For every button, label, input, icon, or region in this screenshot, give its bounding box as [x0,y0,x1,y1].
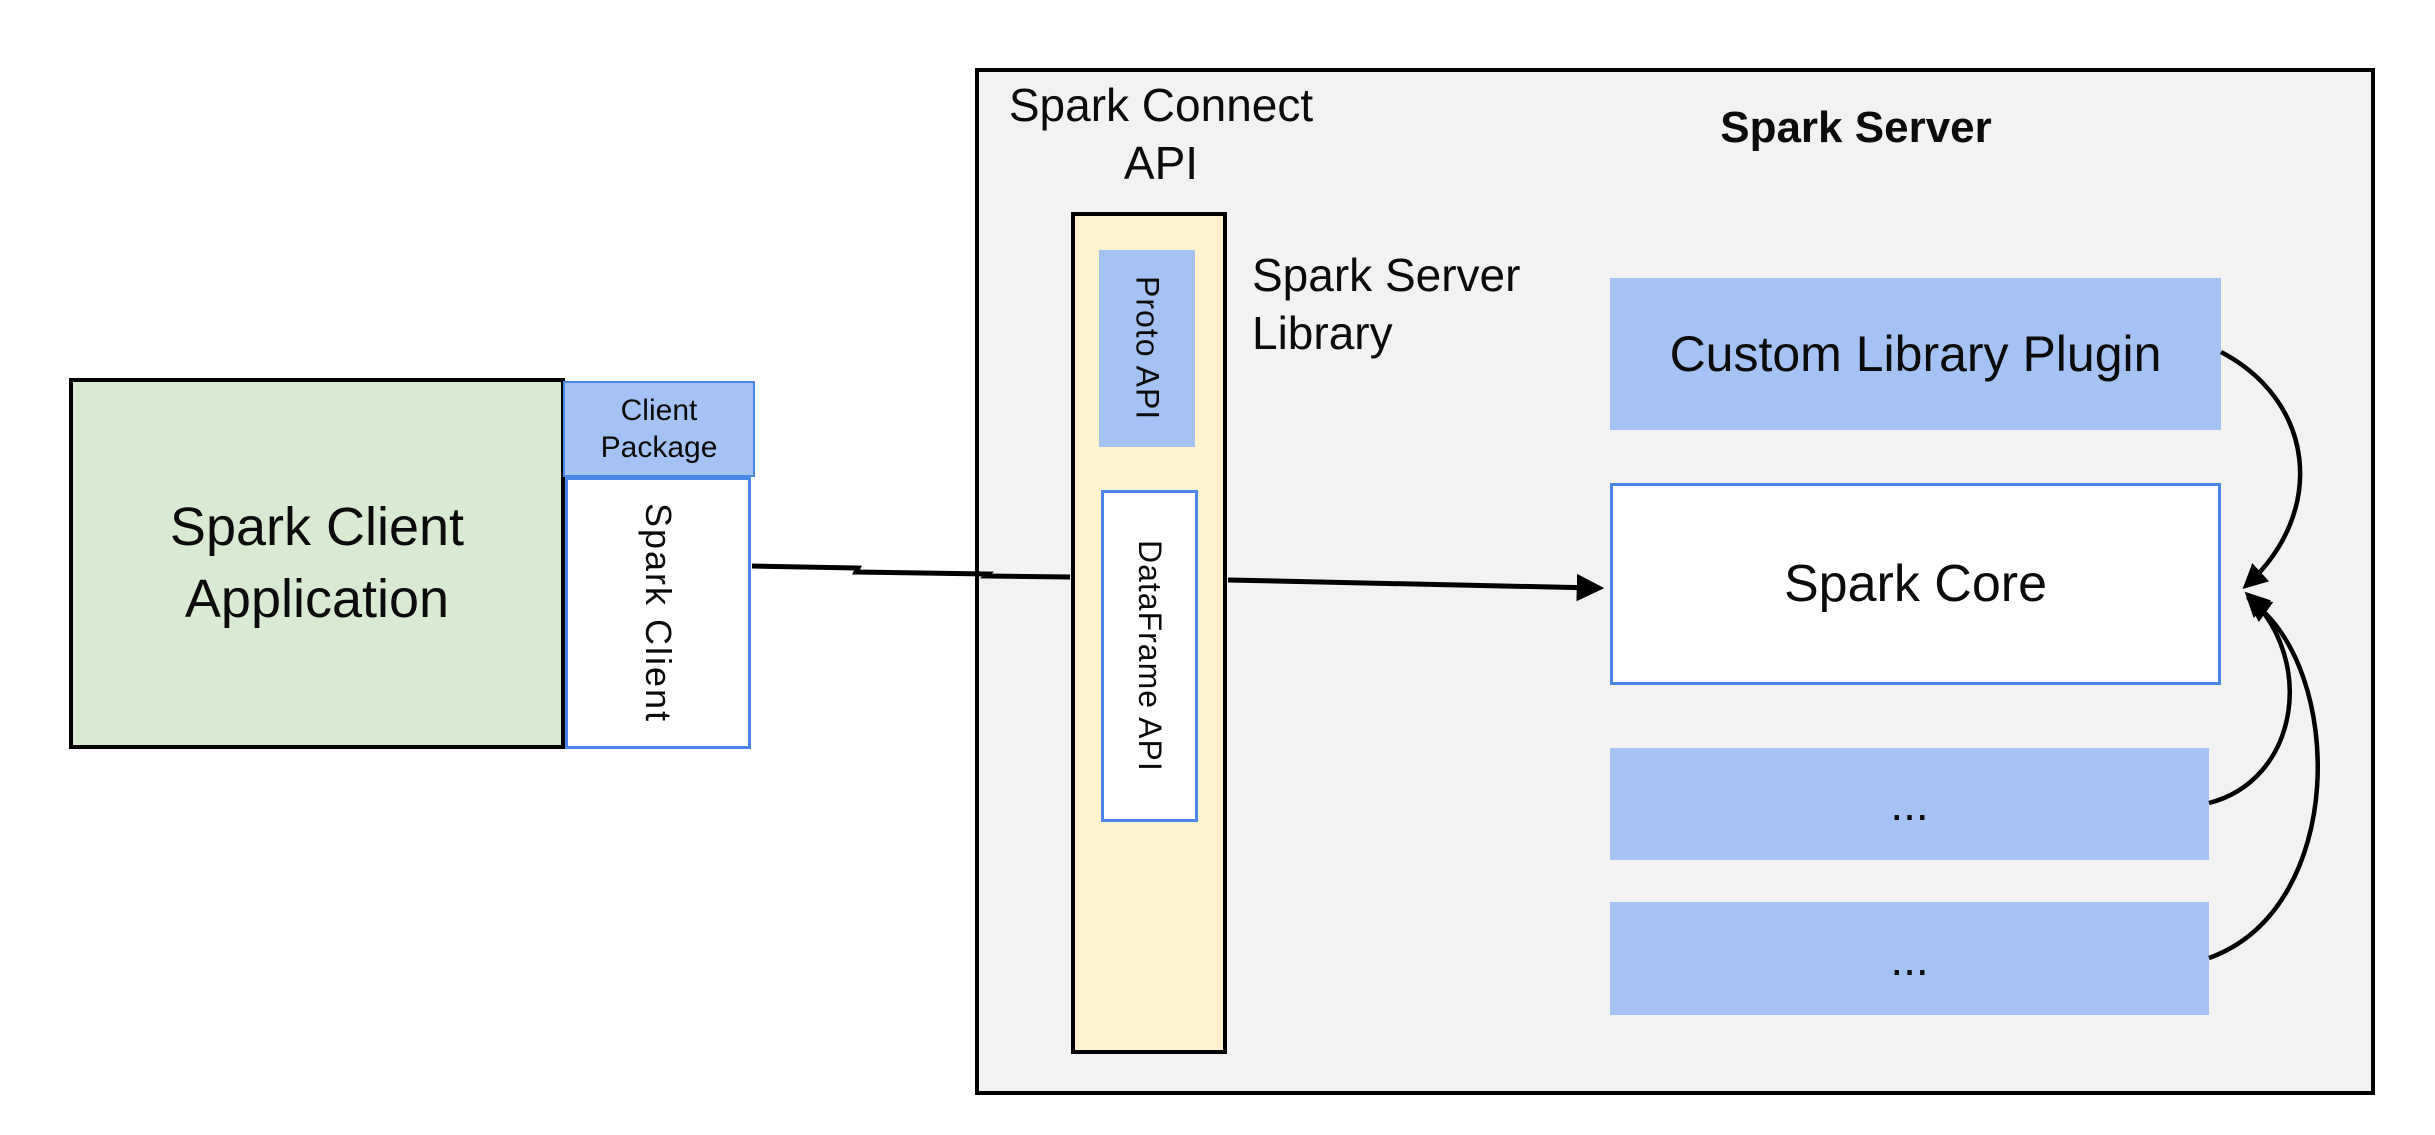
spark-client-box: Spark Client [565,477,751,749]
dataframe-api-box: DataFrame API [1101,490,1198,822]
spark-server-library-label: Spark Server Library [1252,249,1521,360]
custom-library-plugin-box: Custom Library Plugin [1610,278,2221,430]
client-package-box: Client Package [563,381,755,477]
spark-connect-api-label: Spark Connect API [1008,79,1314,190]
spark-core-box: Spark Core [1610,483,2221,685]
spark-client-application-box: Spark Client Application [69,378,565,749]
ellipsis-box-2: ... [1610,902,2209,1015]
ellipsis-box-1: ... [1610,748,2209,860]
proto-api-label: Proto API [1129,276,1166,421]
spark-client-label: Spark Client [638,502,679,724]
spark-server-title: Spark Server [1720,103,1992,152]
proto-api-box: Proto API [1099,250,1195,447]
dataframe-api-label: DataFrame API [1132,540,1168,772]
